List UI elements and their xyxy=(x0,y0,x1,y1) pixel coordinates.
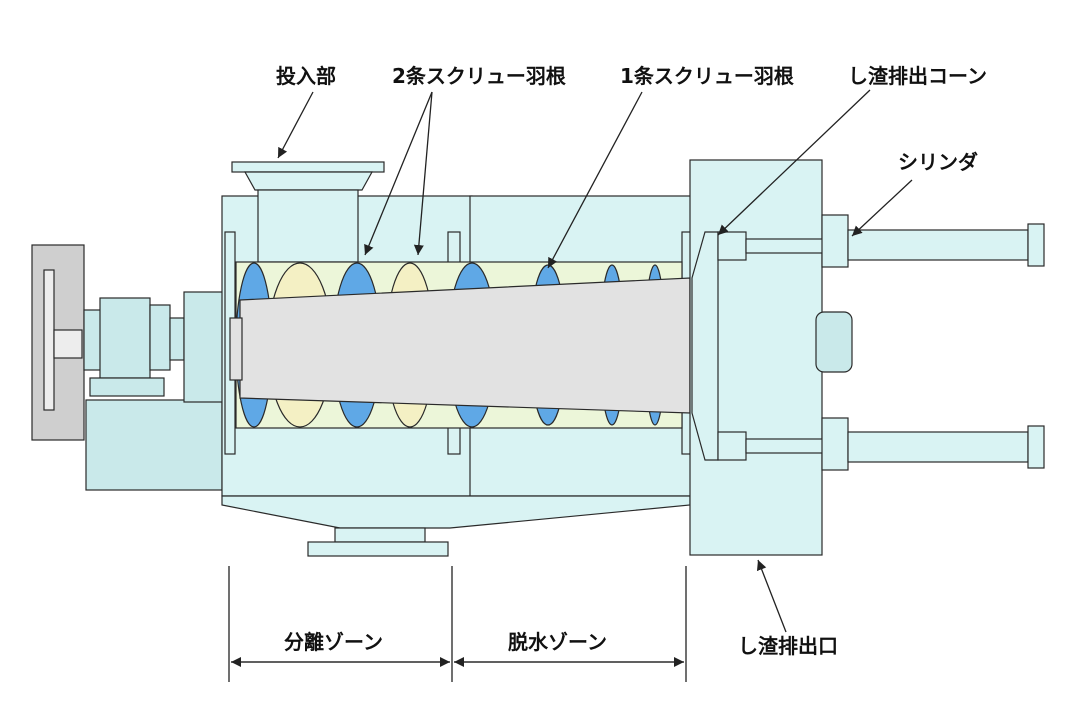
screw-shaft xyxy=(239,277,691,414)
label-separation-zone: 分離ゾーン xyxy=(284,630,383,654)
cylinder-lower xyxy=(821,417,1045,471)
label-discharge-outlet: し渣排出口 xyxy=(738,634,838,658)
label-single-screw: 1条スクリュー羽根 xyxy=(620,64,794,88)
label-cylinder: シリンダ xyxy=(898,150,978,174)
label-inlet: 投入部 xyxy=(276,64,336,88)
label-double-screw: 2条スクリュー羽根 xyxy=(392,64,566,88)
motor-icon xyxy=(83,291,227,491)
label-dewatering-zone: 脱水ゾーン xyxy=(508,630,607,654)
drive-handwheel-icon xyxy=(31,244,85,441)
discharge-cone xyxy=(691,231,719,461)
label-discharge-cone: し渣排出コーン xyxy=(848,64,987,88)
drain-hopper xyxy=(221,495,691,529)
cylinder-upper xyxy=(821,214,1045,268)
